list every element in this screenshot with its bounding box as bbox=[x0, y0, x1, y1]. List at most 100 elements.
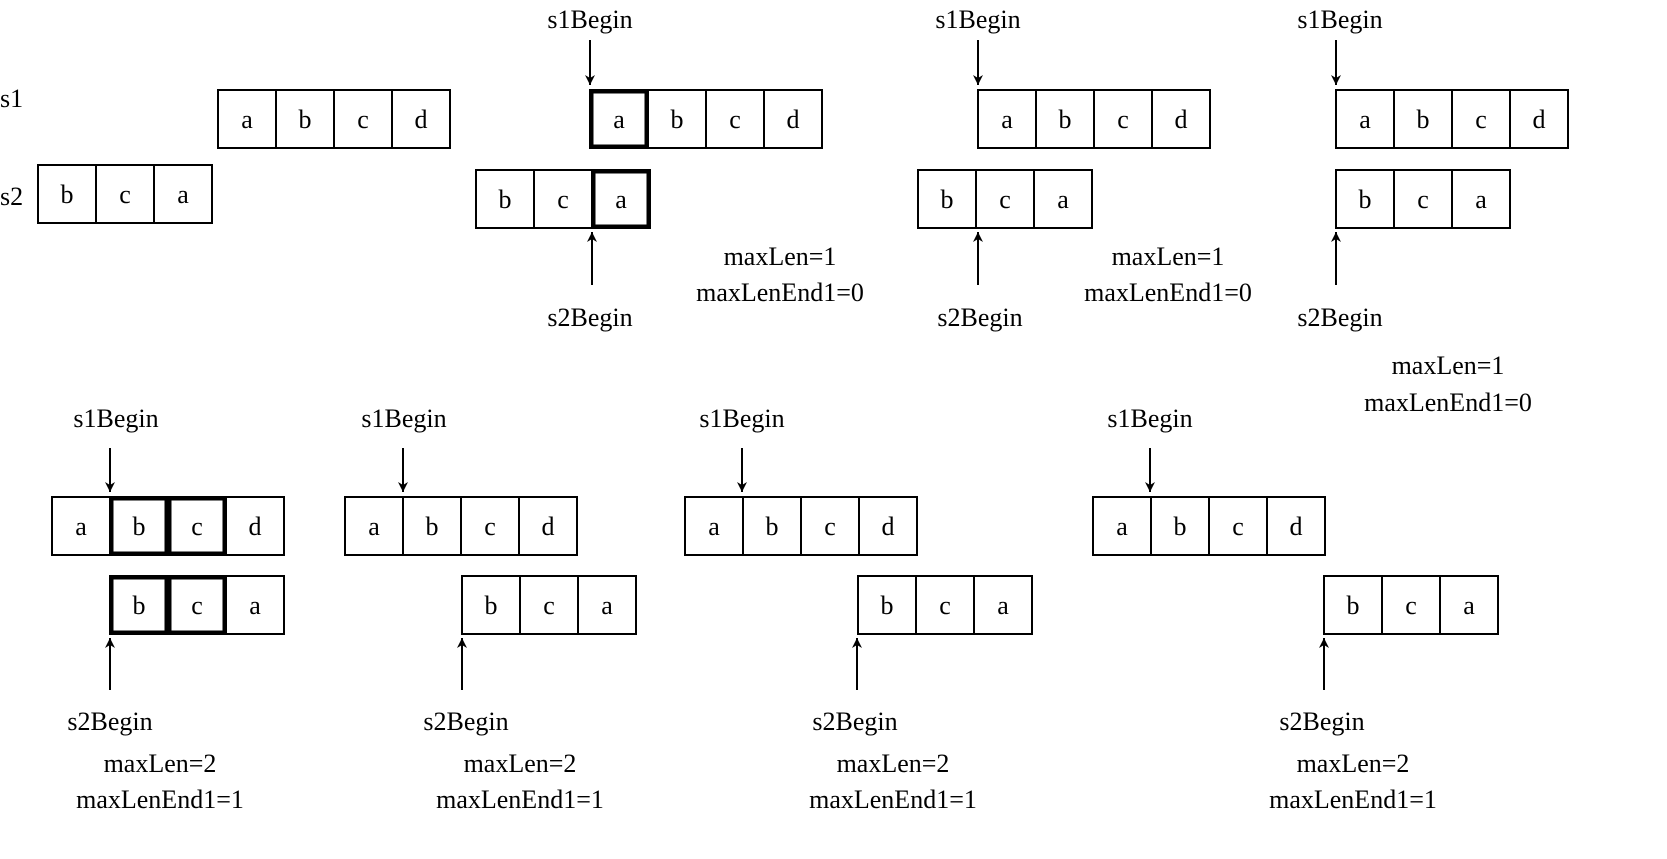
step-s2-string-cell: b bbox=[881, 591, 894, 620]
max-len-end-status: maxLenEnd1=0 bbox=[1364, 388, 1532, 417]
initial-s2-string-cell: a bbox=[177, 180, 189, 209]
step-s1-string-cell: c bbox=[1117, 105, 1129, 134]
step-s2-string-cell: a bbox=[997, 591, 1009, 620]
step-s1-string-cell: d bbox=[1533, 105, 1546, 134]
max-len-status: maxLen=1 bbox=[724, 242, 837, 271]
initial-s1-string: a b c d bbox=[217, 89, 451, 149]
step-s1-string-matched-cell bbox=[109, 496, 169, 556]
step-s1-string-matched-cell bbox=[589, 89, 649, 149]
step-s1-string-cell: d bbox=[249, 512, 262, 541]
step-s1-string-cell: b bbox=[766, 512, 779, 541]
initial-s1-string-cell: c bbox=[357, 105, 369, 134]
step-s1-string-cell: b bbox=[671, 105, 684, 134]
s1-begin-pointer-label: s1Begin bbox=[935, 5, 1020, 34]
step-s2-string-cell: b bbox=[1359, 185, 1372, 214]
step-s1-string-cell: d bbox=[787, 105, 800, 134]
max-len-status: maxLen=2 bbox=[464, 749, 577, 778]
step-s1-string: a b c d bbox=[977, 89, 1211, 149]
step-s2-string-cell: b bbox=[485, 591, 498, 620]
step-s2-string-cell: c bbox=[1405, 591, 1417, 620]
step-s2-string-cell: c bbox=[191, 591, 203, 620]
step-s1-string-cell: a bbox=[1116, 512, 1128, 541]
s1-begin-pointer-label: s1Begin bbox=[73, 404, 158, 433]
s2-begin-pointer-label: s2Begin bbox=[67, 707, 152, 736]
s1-begin-pointer-label: s1Begin bbox=[1297, 5, 1382, 34]
step-s2-string-frame bbox=[917, 169, 1093, 229]
step-s1-string-cell: c bbox=[484, 512, 496, 541]
step-s2-string-cell: c bbox=[543, 591, 555, 620]
initial-s1-string-cell: a bbox=[241, 105, 253, 134]
step-s2-string-cell: c bbox=[939, 591, 951, 620]
step-s2-string-cell: c bbox=[557, 185, 569, 214]
max-len-end-status: maxLenEnd1=0 bbox=[1084, 278, 1252, 307]
max-len-status: maxLen=2 bbox=[104, 749, 217, 778]
step-s2-string-cell: a bbox=[601, 591, 613, 620]
step-s2-string-cell: a bbox=[1463, 591, 1475, 620]
initial-s1-string-cell: d bbox=[415, 105, 428, 134]
step-s1-string-cell: a bbox=[1001, 105, 1013, 134]
step-s1-string-cell: d bbox=[1175, 105, 1188, 134]
step-s2-string-frame bbox=[1335, 169, 1511, 229]
step-s2-string-frame bbox=[857, 575, 1033, 635]
step-s1-string-cell: a bbox=[613, 105, 625, 134]
s2-begin-pointer-label: s2Begin bbox=[547, 303, 632, 332]
s2-row-label: s2 bbox=[0, 182, 23, 211]
step-s1-string-cell: c bbox=[824, 512, 836, 541]
s1-row-label: s1 bbox=[0, 84, 23, 113]
s2-begin-pointer-label: s2Begin bbox=[937, 303, 1022, 332]
s1-begin-pointer-label: s1Begin bbox=[699, 404, 784, 433]
initial-s2-string-cell: b bbox=[61, 180, 74, 209]
step-s2-string-cell: b bbox=[133, 591, 146, 620]
s2-begin-pointer-label: s2Begin bbox=[1279, 707, 1364, 736]
initial-s1-string-cell: b bbox=[299, 105, 312, 134]
step-s1-string-cell: c bbox=[191, 512, 203, 541]
step-s1-string-cell: a bbox=[708, 512, 720, 541]
step-s1-string-cell: d bbox=[1290, 512, 1303, 541]
step-s2-string-cell: b bbox=[941, 185, 954, 214]
step-s1-string-cell: b bbox=[426, 512, 439, 541]
step-s2-string-matched-cell bbox=[109, 575, 169, 635]
max-len-status: maxLen=2 bbox=[837, 749, 950, 778]
step-s2-string-cell: c bbox=[999, 185, 1011, 214]
step-s1-string-matched-cell bbox=[167, 496, 227, 556]
step-s1-string-cell: d bbox=[882, 512, 895, 541]
step-s1-string-cell: d bbox=[542, 512, 555, 541]
s2-begin-pointer-label: s2Begin bbox=[423, 707, 508, 736]
max-len-end-status: maxLenEnd1=1 bbox=[809, 785, 977, 814]
step-s2-string-cell: b bbox=[499, 185, 512, 214]
initial-s2-string-frame bbox=[37, 164, 213, 224]
step-s1-string-cell: a bbox=[75, 512, 87, 541]
max-len-end-status: maxLenEnd1=0 bbox=[696, 278, 864, 307]
max-len-status: maxLen=2 bbox=[1297, 749, 1410, 778]
step-s2-string-frame bbox=[461, 575, 637, 635]
s1-begin-pointer-label: s1Begin bbox=[361, 404, 446, 433]
step-s1-string-cell: b bbox=[1174, 512, 1187, 541]
step-s1-string-cell: b bbox=[1417, 105, 1430, 134]
s1-begin-pointer-label: s1Begin bbox=[547, 5, 632, 34]
step-s1-string-cell: b bbox=[133, 512, 146, 541]
s1-begin-pointer-label: s1Begin bbox=[1107, 404, 1192, 433]
step-s1-string-cell: c bbox=[1475, 105, 1487, 134]
step-s2-string-cell: a bbox=[1475, 185, 1487, 214]
max-len-status: maxLen=1 bbox=[1112, 242, 1225, 271]
step-s2-string-matched-cell bbox=[167, 575, 227, 635]
step-s2-string-frame bbox=[1323, 575, 1499, 635]
max-len-end-status: maxLenEnd1=1 bbox=[436, 785, 604, 814]
step-s1-string-cell: b bbox=[1059, 105, 1072, 134]
